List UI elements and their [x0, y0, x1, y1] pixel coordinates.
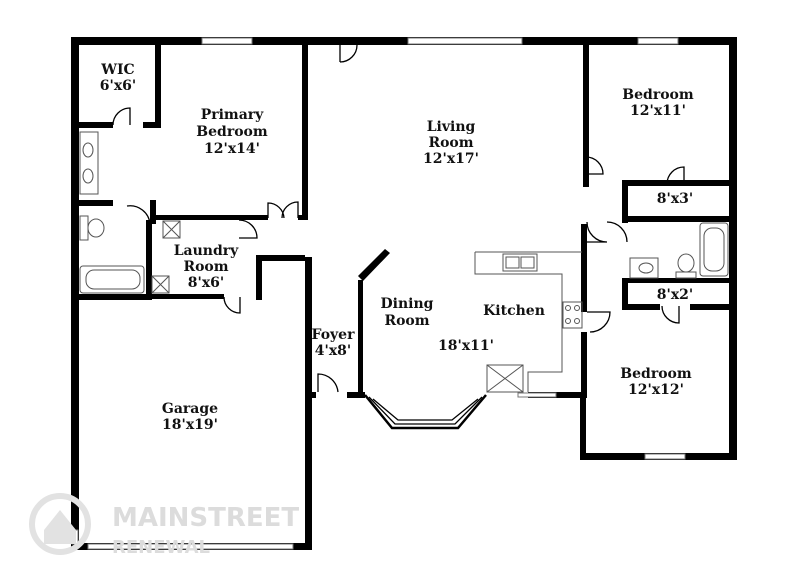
bedroom-top-name: Bedroom	[622, 87, 694, 103]
watermark-line1: MAINSTREET	[112, 503, 299, 533]
garage-size: 18'x19'	[162, 417, 218, 433]
dining-name-2: Room	[384, 313, 429, 329]
foyer-name: Foyer	[312, 327, 356, 343]
windows	[71, 37, 686, 550]
living-name-1: Living	[427, 119, 476, 135]
fixtures	[79, 131, 729, 393]
watermark-line2: RENEWAL	[112, 537, 210, 558]
kitchen-name: Kitchen	[483, 303, 545, 319]
laundry-size: 8'x6'	[188, 275, 224, 291]
laundry-name-1: Laundry	[174, 243, 239, 259]
room-labels: WIC 6'x6' Primary Bedroom 12'x14' Living…	[100, 62, 694, 433]
watermark: MAINSTREET RENEWAL	[29, 493, 299, 558]
primary-name-2: Bedroom	[196, 124, 268, 140]
wic-size: 6'x6'	[100, 78, 136, 94]
bedroom-bottom-size: 12'x12'	[628, 382, 684, 398]
bay-window	[364, 394, 487, 430]
bedroom-bottom-name: Bedroom	[620, 366, 692, 382]
closet-2-size: 8'x2'	[657, 287, 693, 303]
living-name-2: Room	[428, 135, 473, 151]
primary-name-1: Primary	[201, 107, 264, 123]
watermark-logo-icon	[29, 493, 91, 555]
primary-size: 12'x14'	[204, 141, 260, 157]
doors	[112, 44, 685, 393]
laundry-name-2: Room	[183, 259, 228, 275]
bedroom-top-size: 12'x11'	[630, 103, 686, 119]
wic-name: WIC	[100, 62, 134, 78]
garage-name: Garage	[162, 401, 218, 417]
dining-name-1: Dining	[381, 296, 434, 312]
living-size: 12'x17'	[423, 151, 479, 167]
foyer-size: 4'x8'	[315, 343, 351, 359]
closet-1-size: 8'x3'	[657, 191, 693, 207]
kitchen-size: 18'x11'	[438, 338, 494, 354]
